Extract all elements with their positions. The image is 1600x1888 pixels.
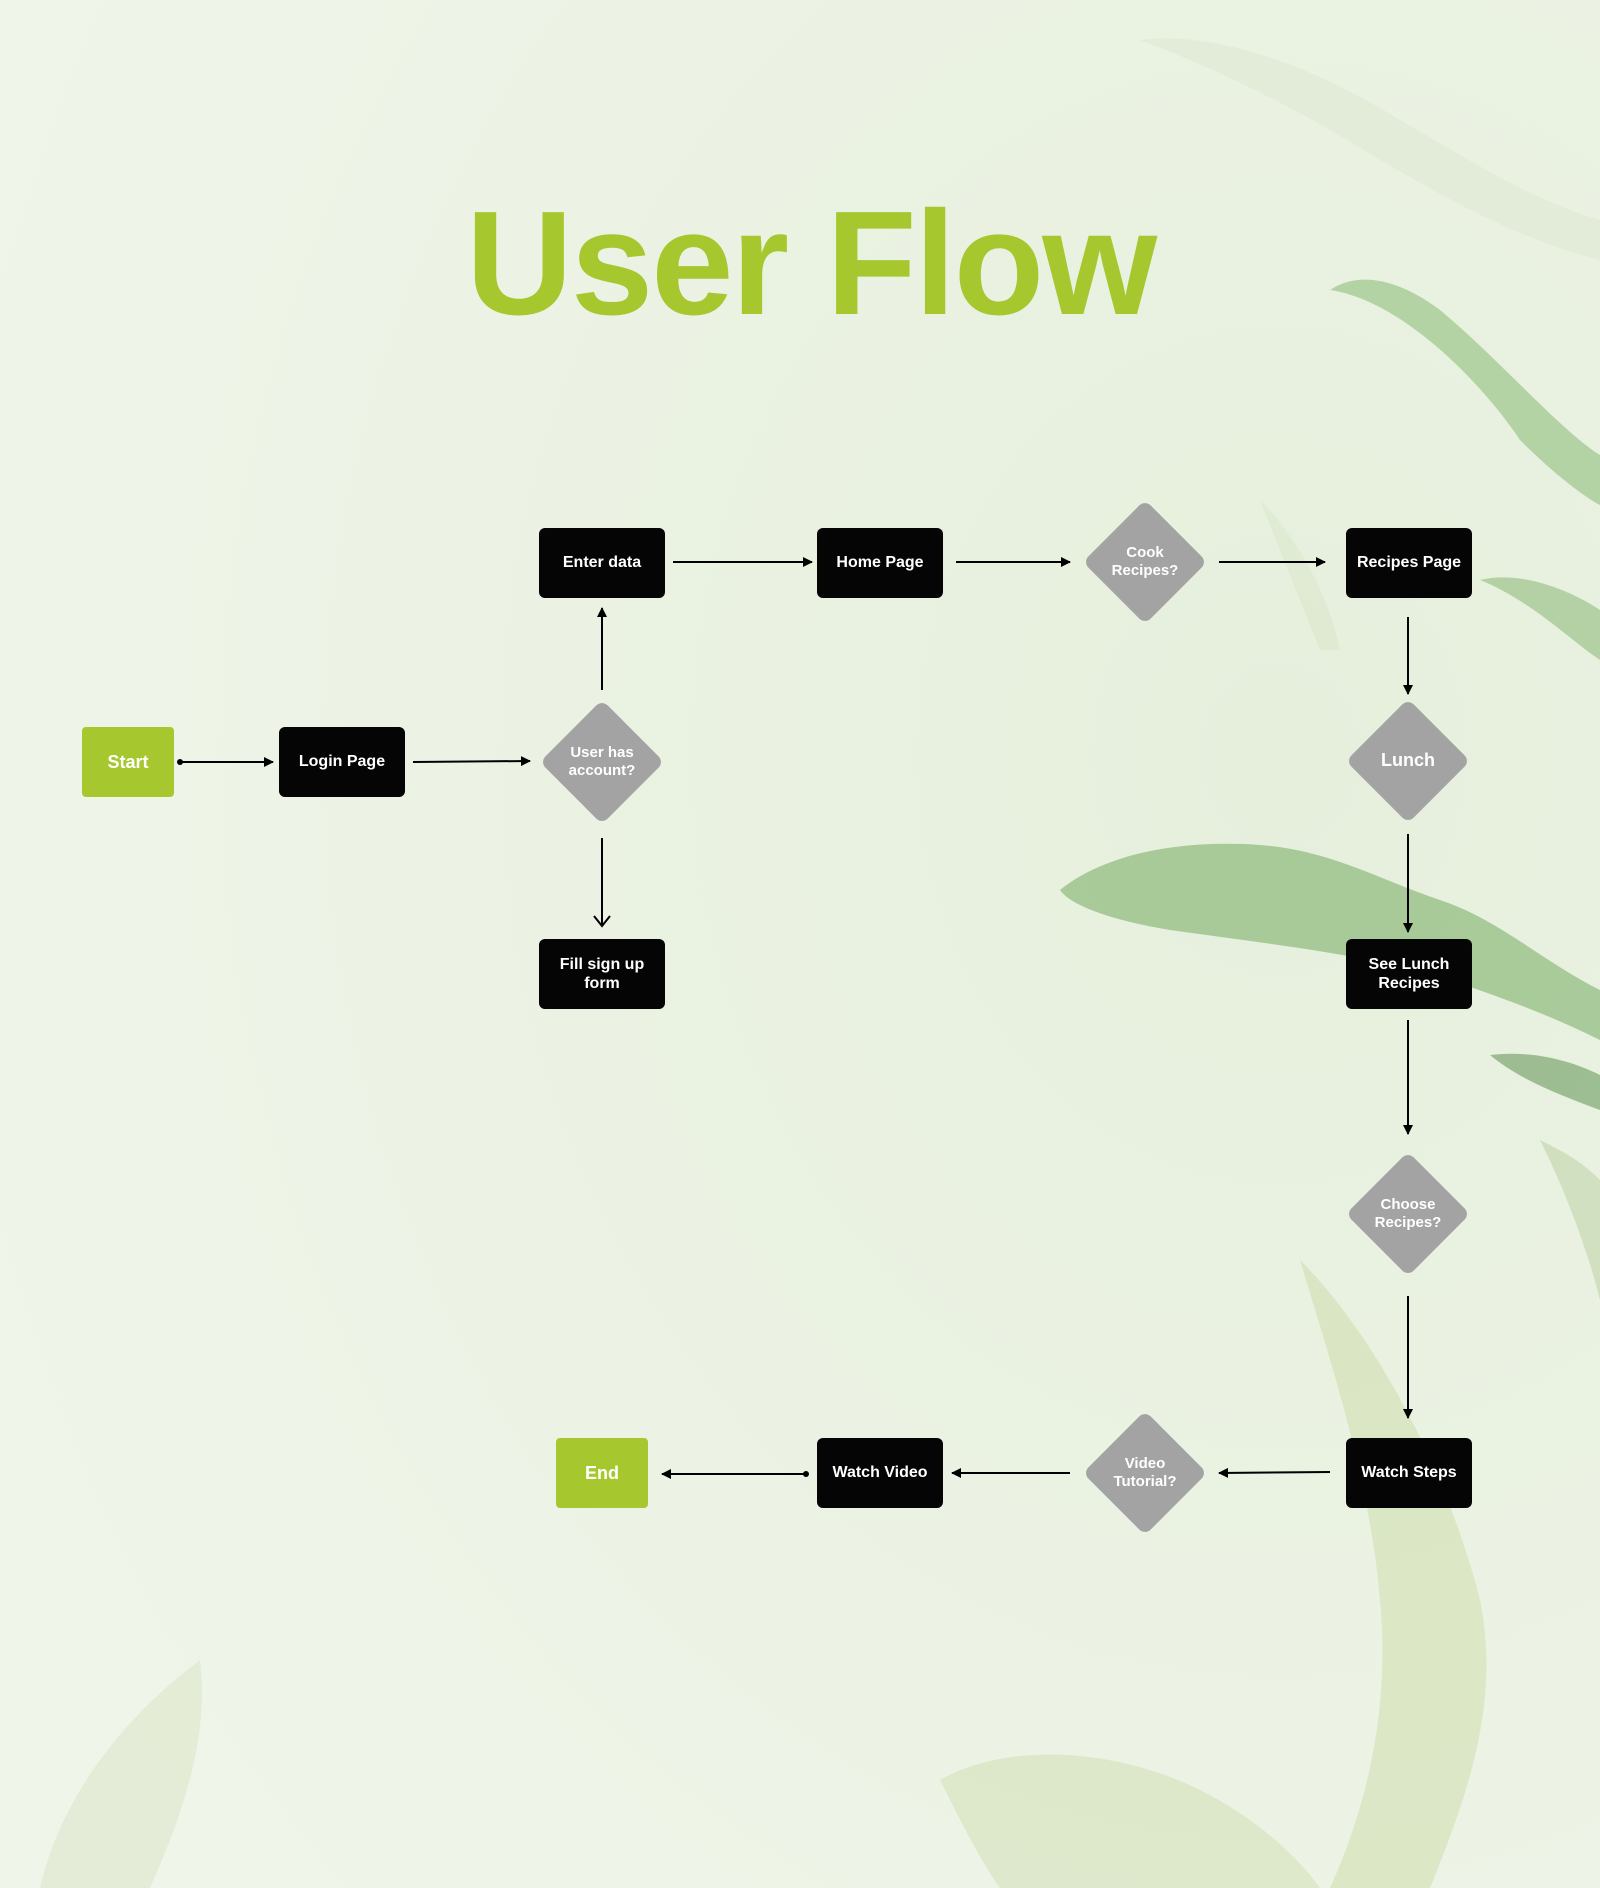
node-label: User has account? (568, 744, 636, 779)
node-login-page: Login Page (279, 727, 405, 797)
arrow-watch-steps-to-video-tutorial (1218, 1467, 1331, 1478)
node-label: Choose Recipes? (1374, 1196, 1442, 1231)
node-lunch: Lunch (1345, 698, 1471, 824)
node-label: Cook Recipes? (1111, 544, 1179, 579)
node-recipes-page: Recipes Page (1346, 528, 1472, 598)
arrow-login-page-to-user-has-account (412, 756, 531, 767)
node-watch-video: Watch Video (817, 1438, 943, 1508)
node-label: Lunch (1381, 750, 1435, 771)
arrow-start-to-login-page (177, 757, 274, 767)
node-user-has-account: User has account? (539, 699, 665, 825)
node-choose-recipes: Choose Recipes? (1345, 1151, 1471, 1277)
node-home-page: Home Page (817, 528, 943, 598)
node-start: Start (82, 727, 174, 797)
node-fill-sign-up-form: Fill sign up form (539, 939, 665, 1009)
node-enter-data: Enter data (539, 528, 665, 598)
node-watch-steps: Watch Steps (1346, 1438, 1472, 1508)
arrow-watch-video-to-end (661, 1469, 809, 1479)
node-end: End (556, 1438, 648, 1508)
page-title: User Flow (466, 181, 1157, 346)
arrow-user-has-account-to-fill-sign-up-form (593, 838, 611, 928)
node-video-tutorial: Video Tutorial? (1082, 1410, 1208, 1536)
node-cook-recipes: Cook Recipes? (1082, 499, 1208, 625)
node-see-lunch-recipes: See Lunch Recipes (1346, 939, 1472, 1009)
node-label: Video Tutorial? (1113, 1455, 1177, 1490)
